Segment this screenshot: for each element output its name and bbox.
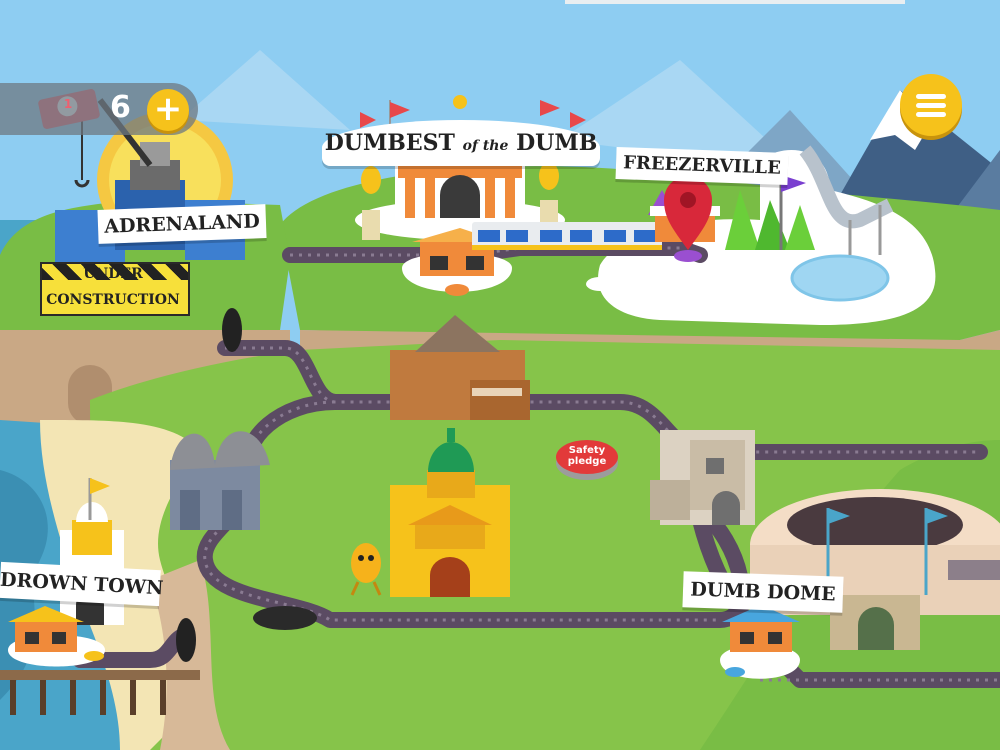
top-bar: [565, 0, 905, 4]
hole: [253, 606, 317, 630]
under-construction-board: [40, 280, 190, 316]
banner-adrenaland[interactable]: ADRENALAND: [97, 204, 267, 244]
ice-pond: [790, 254, 890, 302]
safety-pledge-button[interactable]: Safety pledge: [556, 440, 618, 474]
menu-button[interactable]: [900, 74, 962, 136]
banner-dumbest-word: DUMBEST: [324, 130, 455, 156]
tunnel-upper: [222, 308, 242, 352]
construction-line-2: CONSTRUCTION: [46, 292, 180, 308]
banner-freezerville[interactable]: FREEZERVILLE: [615, 147, 789, 185]
bean-character[interactable]: [350, 543, 382, 596]
pyramid-building[interactable]: [390, 315, 530, 420]
construction-line-1: UNDER: [83, 266, 143, 282]
dumb-dome-stadium[interactable]: [750, 489, 1000, 650]
hamburger-icon: [916, 94, 946, 99]
ticket-value: 1: [63, 97, 73, 111]
banner-of-the-word: of the: [462, 138, 509, 154]
station-dumb-dome[interactable]: [720, 605, 800, 679]
train[interactable]: [472, 222, 662, 250]
tower-building[interactable]: [650, 430, 755, 525]
plus-icon: +: [153, 89, 183, 129]
drown-town-pier[interactable]: [0, 478, 200, 715]
safety-pledge-line2: pledge: [567, 456, 607, 467]
town-hall-building[interactable]: [390, 428, 510, 597]
coin-count: 6: [110, 90, 131, 125]
hangar-building[interactable]: [170, 431, 270, 530]
dumbest-of-the-dumb-building[interactable]: [355, 95, 586, 240]
map-pin-icon[interactable]: [664, 176, 712, 262]
banner-dumbest-of-the-dumb[interactable]: DUMBEST of the DUMB: [322, 120, 600, 166]
banner-dumb-word: DUMB: [516, 130, 598, 156]
safety-pledge-line1: Safety: [568, 445, 606, 456]
banner-dumb-dome[interactable]: DUMB DOME: [682, 571, 844, 613]
tunnel-lower: [176, 618, 196, 662]
add-coins-button[interactable]: +: [147, 89, 189, 131]
